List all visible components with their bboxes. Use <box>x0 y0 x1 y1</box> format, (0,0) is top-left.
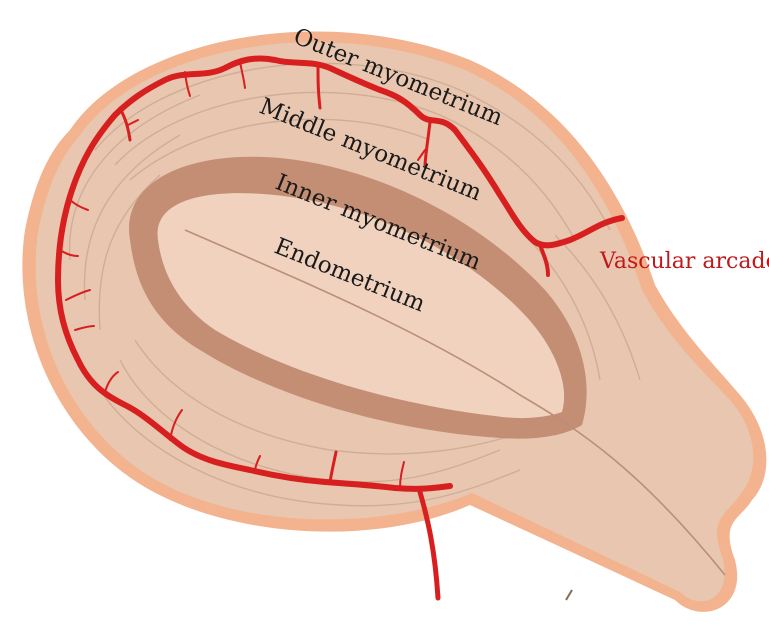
label-vascular-arcade: Vascular arcade <box>599 249 769 274</box>
stray-mark <box>566 590 572 600</box>
